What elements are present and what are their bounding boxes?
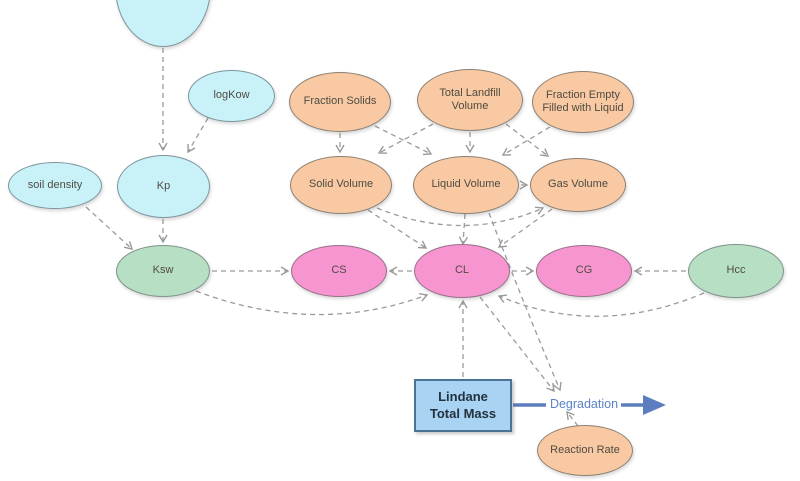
node-label: Fraction Empty Filled with Liquid [542, 88, 624, 114]
node-logkow[interactable]: logKow [188, 70, 275, 122]
arrow-logkow-to-kp [187, 117, 209, 154]
node-total-landfill-volume[interactable]: Total Landfill Volume [417, 69, 523, 131]
arrow-solid-volume-to-cl [367, 209, 428, 249]
node-fraction-solids[interactable]: Fraction Solids [289, 72, 391, 132]
node-label: logKow [213, 89, 250, 102]
arrow-total-landfill-to-gas-volume [505, 123, 550, 157]
node-ksw[interactable]: Ksw [116, 245, 210, 297]
node-cg[interactable]: CG [536, 245, 632, 297]
node-label: Total Landfill Volume [439, 86, 501, 112]
node-kp[interactable]: Kp [117, 155, 210, 218]
arrow-ksw-to-cl [195, 290, 429, 316]
node-label: Liquid Volume [431, 178, 501, 191]
node-label: Gas Volume [548, 178, 608, 191]
node-cs[interactable]: CS [291, 245, 387, 297]
node-label: CG [575, 264, 593, 277]
node-liquid-volume[interactable]: Liquid Volume [413, 156, 519, 214]
node-gas-volume[interactable]: Gas Volume [530, 158, 626, 212]
node-label: soil density [27, 178, 83, 191]
arrow-soil-density-to-ksw [85, 206, 134, 250]
arrow-hcc-to-cl [497, 292, 705, 317]
flow-label-degradation[interactable]: Degradation [546, 397, 622, 411]
node-cl[interactable]: CL [414, 244, 510, 298]
node-hcc[interactable]: Hcc [688, 244, 784, 298]
node-solid-volume[interactable]: Solid Volume [290, 156, 392, 214]
stock-lindane-total-mass[interactable]: Lindane Total Mass [414, 379, 512, 432]
node-reaction-rate[interactable]: Reaction Rate [537, 425, 633, 476]
flow-label-text: Degradation [549, 397, 619, 411]
node-label: CS [331, 264, 347, 277]
node-fraction-empty-filled-with-liquid[interactable]: Fraction Empty Filled with Liquid [532, 71, 634, 133]
arrow-fraction-solids-to-liquid-volume [374, 125, 433, 156]
node-label: Ksw [152, 264, 174, 277]
node-label: Reaction Rate [550, 443, 620, 456]
flow-arrowhead-icon [643, 395, 666, 415]
arrow-liquid-volume-to-degradation [488, 212, 562, 392]
node-unlabeled-top[interactable] [115, 0, 211, 47]
node-soil-density[interactable]: soil density [8, 162, 102, 209]
node-label: Hcc [726, 264, 746, 277]
arrow-reaction-rate-to-degradation [566, 410, 579, 427]
stock-label: Lindane Total Mass [429, 389, 497, 421]
node-label: Solid Volume [308, 178, 374, 191]
arrow-fraction-empty-to-liquid-volume [501, 126, 551, 156]
arrow-liquid-volume-to-cl [458, 213, 469, 246]
node-label: CL [454, 264, 470, 277]
arrow-total-landfill-to-solid-volume [377, 123, 434, 154]
node-label: Kp [156, 179, 171, 192]
node-label: Fraction Solids [303, 95, 377, 108]
arrow-gas-volume-to-cl [497, 208, 553, 248]
arrow-cl-to-degradation [479, 296, 555, 393]
